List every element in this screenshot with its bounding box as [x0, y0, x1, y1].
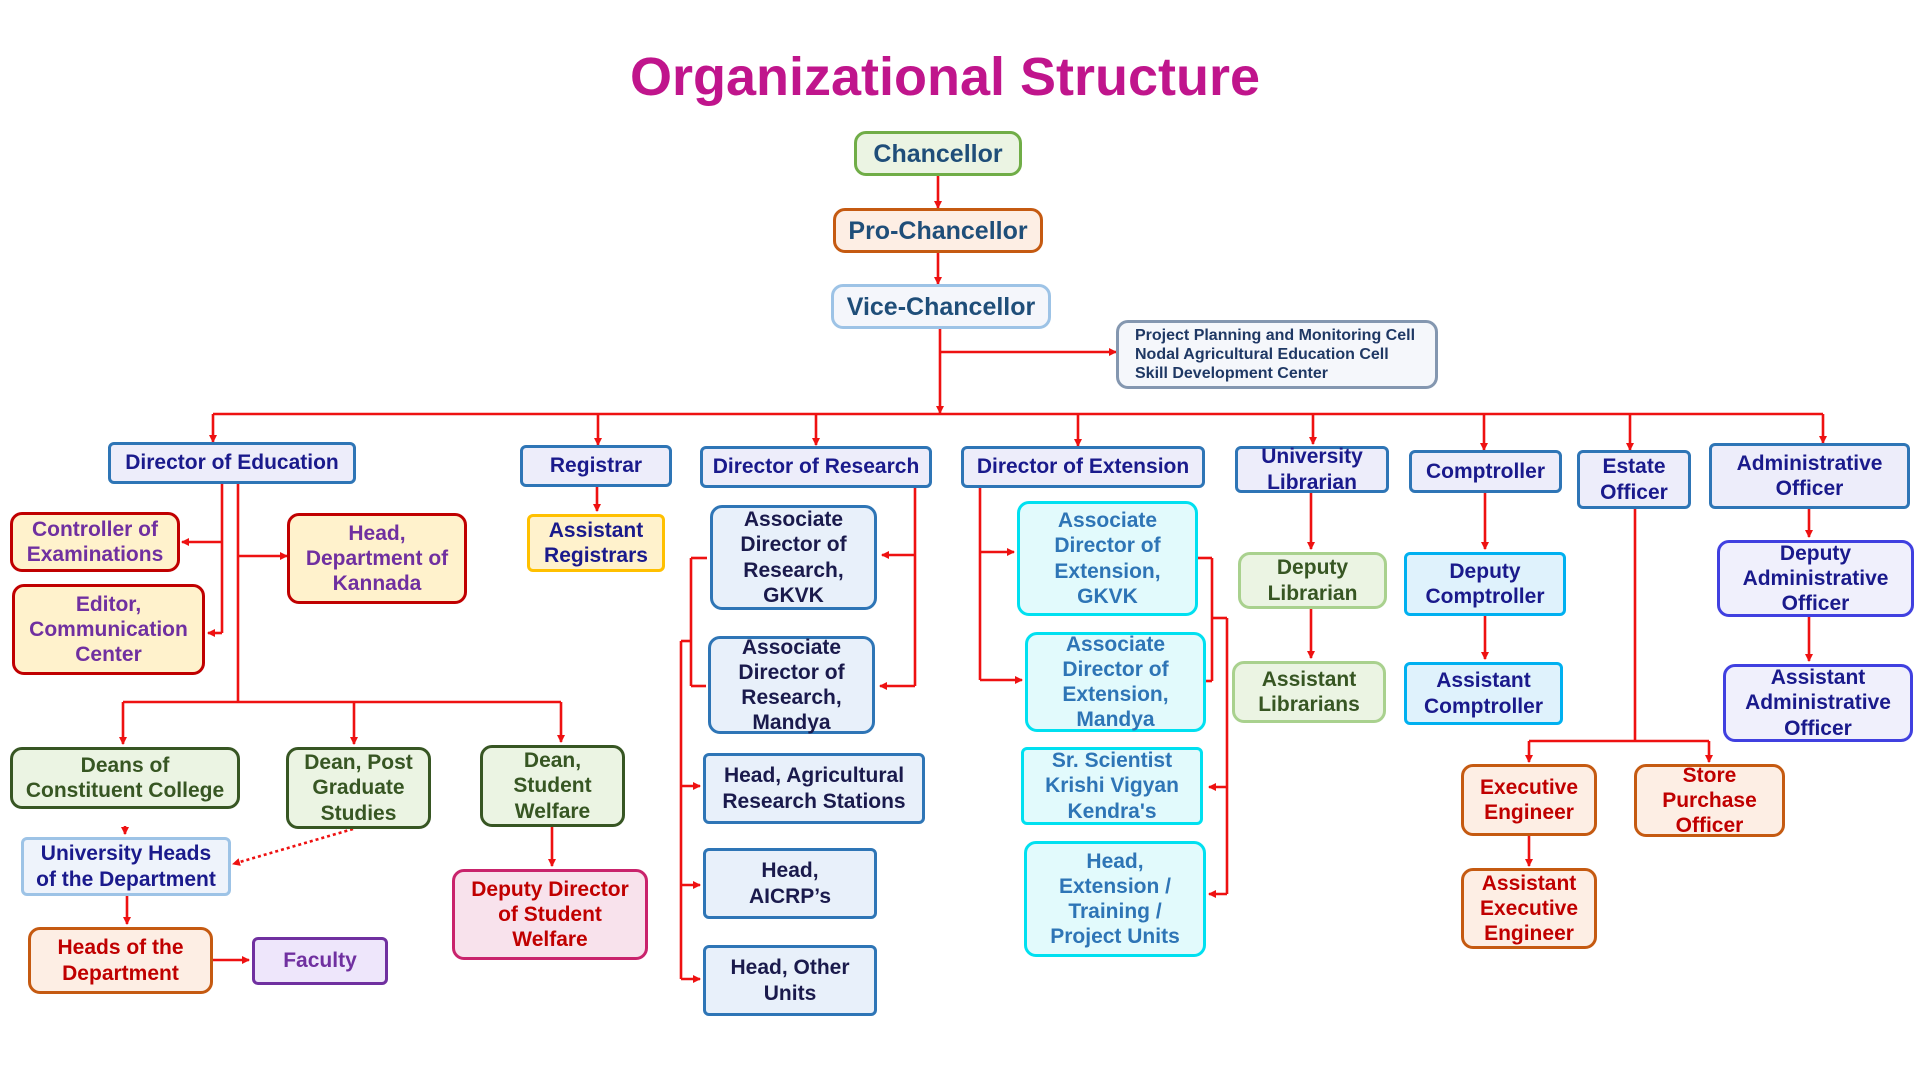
dean-pg-studies-box: Dean, Post Graduate Studies	[286, 747, 431, 829]
adr-mandya-box: Associate Director of Research, Mandya	[708, 636, 875, 734]
editor-communication-box: Editor, Communication Center	[12, 584, 205, 675]
deans-constituent-box: Deans of Constituent College	[10, 747, 240, 809]
assistant-comptroller-box: Assistant Comptroller	[1404, 662, 1563, 725]
pro-chancellor-box: Pro-Chancellor	[833, 208, 1043, 253]
head-other-units-box: Head, Other Units	[703, 945, 877, 1016]
store-purchase-officer-box: Store Purchase Officer	[1634, 764, 1785, 837]
page-title: Organizational Structure	[629, 47, 1261, 107]
estate-officer-box: Estate Officer	[1577, 450, 1691, 509]
assistant-librarians-box: Assistant Librarians	[1232, 661, 1386, 723]
heads-department-box: Heads of the Department	[28, 927, 213, 994]
deputy-administrative-officer-box: Deputy Administrative Officer	[1717, 540, 1914, 617]
dean-student-welfare-box: Dean, Student Welfare	[480, 745, 625, 827]
deputy-director-welfare-box: Deputy Director of Student Welfare	[452, 869, 648, 960]
assistant-administrative-officer-box: Assistant Administrative Officer	[1723, 664, 1913, 742]
registrar-box: Registrar	[520, 445, 672, 487]
ade-mandya-box: Associate Director of Extension, Mandya	[1025, 632, 1206, 732]
director-education-box: Director of Education	[108, 442, 356, 484]
head-agri-research-stations-box: Head, Agricultural Research Stations	[703, 753, 925, 824]
adr-gkvk-box: Associate Director of Research, GKVK	[710, 505, 877, 610]
head-aicrp-box: Head, AICRP’s	[703, 848, 877, 919]
administrative-officer-box: Administrative Officer	[1709, 443, 1910, 509]
deputy-librarian-box: Deputy Librarian	[1238, 552, 1387, 609]
university-heads-box: University Heads of the Department	[21, 837, 231, 896]
university-librarian-box: University Librarian	[1235, 445, 1389, 494]
director-research-box: Director of Research	[700, 446, 932, 488]
controller-examinations-box: Controller of Examinations	[10, 512, 180, 572]
head-extension-units-box: Head, Extension / Training / Project Uni…	[1024, 841, 1206, 957]
chancellor-box: Chancellor	[854, 131, 1022, 176]
head-kannada-box: Head, Department of Kannada	[287, 513, 467, 604]
comptroller-box: Comptroller	[1409, 450, 1562, 493]
faculty-box: Faculty	[252, 937, 388, 985]
vice-chancellor-box: Vice-Chancellor	[831, 284, 1051, 329]
assistant-executive-engineer-box: Assistant Executive Engineer	[1461, 868, 1597, 949]
director-extension-box: Director of Extension	[961, 446, 1205, 488]
deputy-comptroller-box: Deputy Comptroller	[1404, 552, 1566, 616]
sr-scientist-kvk-box: Sr. Scientist Krishi Vigyan Kendra's	[1021, 747, 1203, 825]
executive-engineer-box: Executive Engineer	[1461, 764, 1597, 836]
ade-gkvk-box: Associate Director of Extension, GKVK	[1017, 501, 1198, 616]
planning-cells-box: Project Planning and Monitoring Cell Nod…	[1116, 320, 1438, 389]
assistant-registrars-box: Assistant Registrars	[527, 514, 665, 572]
